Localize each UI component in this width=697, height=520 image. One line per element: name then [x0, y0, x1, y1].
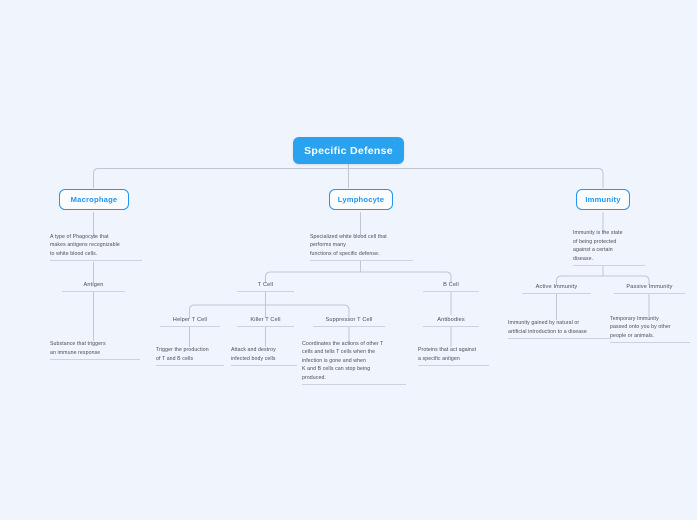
description-active-immunity[interactable]: Immunity gained by natural or artificial…: [508, 319, 611, 339]
root-node-label: Specific Defense: [304, 144, 393, 157]
description-antibodies-text: Proteins that act against a specific ant…: [418, 347, 477, 362]
description-helper-t-cell-text: Trigger the production of T and B cells: [156, 347, 209, 362]
branch-node-immunity-label: Immunity: [585, 195, 621, 204]
node-antigen[interactable]: Antigen: [62, 277, 125, 292]
description-passive-immunity[interactable]: Temporary Immunity passed onto you by ot…: [610, 316, 690, 343]
node-t-cell-label: T Cell: [257, 282, 274, 288]
branch-node-immunity[interactable]: Immunity: [576, 189, 630, 210]
description-lymphocyte[interactable]: Specialized white blood cell that perfor…: [310, 233, 413, 261]
description-immunity[interactable]: Immunity is the state of being protected…: [573, 230, 645, 266]
description-antigen[interactable]: Substance that triggers an immune respon…: [50, 340, 140, 360]
node-active-immunity[interactable]: Active Immunity: [522, 279, 591, 294]
description-helper-t-cell[interactable]: Trigger the production of T and B cells: [156, 346, 224, 366]
description-lymphocyte-text: Specialized white blood cell that perfor…: [310, 233, 387, 257]
description-macrophage[interactable]: A type of Phagocyte that makes antigens …: [50, 233, 142, 261]
description-immunity-text: Immunity is the state of being protected…: [573, 230, 623, 262]
description-killer-t-cell[interactable]: Attack and destroy infected body cells: [231, 346, 297, 366]
description-passive-immunity-text: Temporary Immunity passed onto you by ot…: [610, 315, 671, 339]
branch-node-lymphocyte[interactable]: Lymphocyte: [329, 189, 393, 210]
node-killer-t-cell-label: Killer T Cell: [250, 317, 281, 323]
node-t-cell[interactable]: T Cell: [237, 277, 294, 292]
branch-node-macrophage-label: Macrophage: [70, 195, 118, 204]
node-b-cell[interactable]: B Cell: [423, 277, 479, 292]
description-active-immunity-text: Immunity gained by natural or artificial…: [508, 320, 587, 335]
node-suppressor-t-cell[interactable]: Suppressor T Cell: [313, 312, 385, 327]
description-suppressor-t-cell-text: Coordinates the actions of other T cells…: [302, 340, 384, 381]
node-passive-immunity[interactable]: Passive Immunity: [614, 279, 685, 294]
node-b-cell-label: B Cell: [443, 282, 459, 288]
node-antibodies-label: Antibodies: [437, 317, 465, 323]
description-antigen-text: Substance that triggers an immune respon…: [50, 341, 106, 356]
branch-node-lymphocyte-label: Lymphocyte: [337, 195, 385, 204]
node-antigen-label: Antigen: [83, 282, 104, 288]
connector-level1-rail: [93, 168, 604, 188]
node-active-immunity-label: Active Immunity: [535, 284, 578, 290]
description-antibodies[interactable]: Proteins that act against a specific ant…: [418, 346, 489, 366]
description-suppressor-t-cell[interactable]: Coordinates the actions of other T cells…: [302, 340, 406, 385]
node-passive-immunity-label: Passive Immunity: [626, 284, 673, 290]
node-helper-t-cell-label: Helper T Cell: [172, 317, 208, 323]
branch-node-macrophage[interactable]: Macrophage: [59, 189, 129, 210]
node-helper-t-cell[interactable]: Helper T Cell: [160, 312, 220, 327]
description-macrophage-text: A type of Phagocyte that makes antigens …: [50, 233, 120, 257]
node-killer-t-cell[interactable]: Killer T Cell: [237, 312, 294, 327]
node-antibodies[interactable]: Antibodies: [423, 312, 479, 327]
root-node-specific-defense[interactable]: Specific Defense: [293, 137, 404, 164]
description-killer-t-cell-text: Attack and destroy infected body cells: [231, 347, 276, 362]
node-suppressor-t-cell-label: Suppressor T Cell: [325, 317, 373, 323]
